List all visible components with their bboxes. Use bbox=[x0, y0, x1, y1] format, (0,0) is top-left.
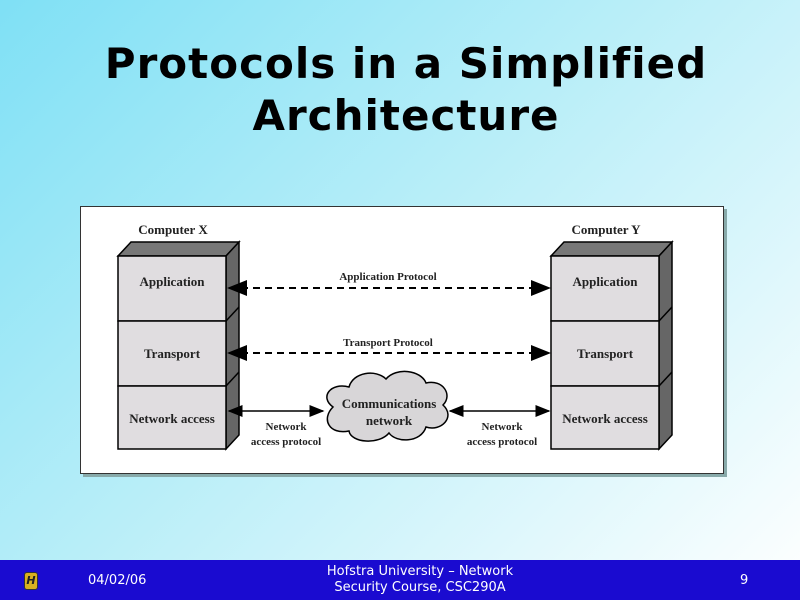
footer-bar: H 04/02/06 Hofstra University – Network … bbox=[0, 560, 800, 600]
page-number: 9 bbox=[740, 573, 749, 588]
y-network-access-layer: Network access bbox=[562, 411, 648, 426]
transport-protocol-label: Transport Protocol bbox=[343, 337, 433, 349]
footer-course: Hofstra University – Network Security Co… bbox=[300, 564, 540, 596]
y-transport-layer: Transport bbox=[577, 346, 634, 361]
footer-date: 04/02/06 bbox=[88, 573, 147, 588]
x-application-layer: Application bbox=[139, 274, 205, 289]
computer-y-label: Computer Y bbox=[572, 222, 642, 237]
computer-x-label: Computer X bbox=[138, 222, 208, 237]
architecture-diagram: Computer X Computer Y Application Transp… bbox=[80, 206, 724, 474]
footer-line2: Security Course, CSC290A bbox=[334, 580, 506, 595]
slide-title: Protocols in a Simplified Architecture bbox=[104, 39, 708, 140]
footer-line1: Hofstra University – Network bbox=[326, 564, 514, 579]
hofstra-logo-icon: H bbox=[24, 572, 38, 590]
application-protocol-label: Application Protocol bbox=[339, 271, 436, 283]
y-application-layer: Application bbox=[572, 274, 638, 289]
left-net-access-label-2: access protocol bbox=[251, 436, 321, 448]
left-net-access-label-1: Network bbox=[266, 421, 308, 433]
cloud-label-line2: network bbox=[366, 413, 413, 428]
computer-x-stack bbox=[116, 240, 241, 451]
x-network-access-layer: Network access bbox=[129, 411, 215, 426]
right-net-access-label-2: access protocol bbox=[467, 436, 537, 448]
right-net-access-label-1: Network bbox=[482, 421, 524, 433]
x-transport-layer: Transport bbox=[144, 346, 201, 361]
computer-y-stack bbox=[549, 240, 674, 451]
communications-cloud bbox=[326, 370, 449, 442]
cloud-label-line1: Communications bbox=[342, 396, 437, 411]
